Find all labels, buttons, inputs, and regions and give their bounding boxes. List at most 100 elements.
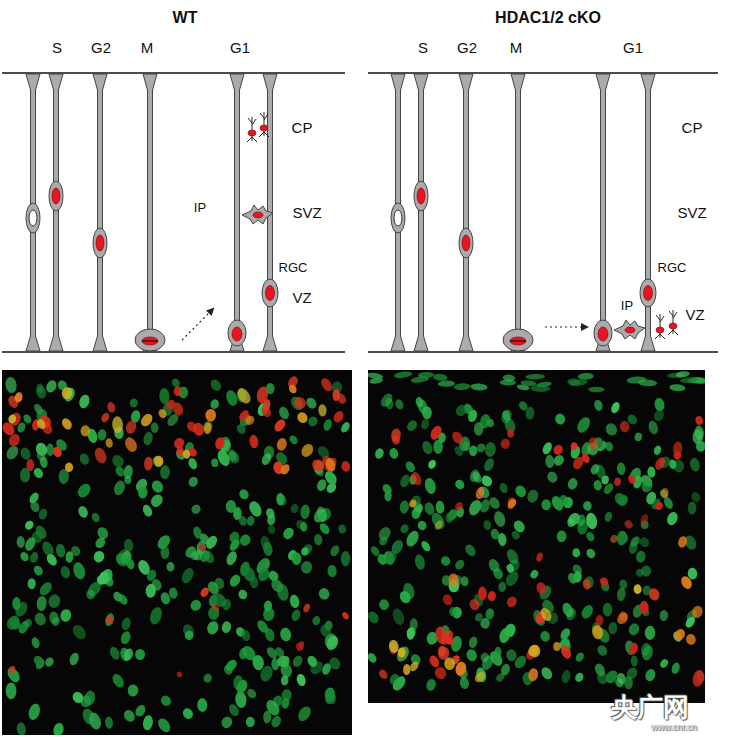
nucleus xyxy=(454,661,468,677)
nucleus xyxy=(32,564,44,577)
nucleus xyxy=(638,536,651,549)
nucleus xyxy=(304,396,318,411)
nucleus xyxy=(239,628,252,642)
nucleus xyxy=(318,587,331,601)
nucleus xyxy=(604,511,614,523)
nucleus xyxy=(459,676,471,690)
nucleus xyxy=(556,530,567,542)
nucleus xyxy=(368,651,378,664)
nucleus xyxy=(552,453,566,467)
nucleus xyxy=(188,598,203,613)
nucleus xyxy=(566,571,578,585)
nucleus xyxy=(113,551,130,569)
nucleus xyxy=(119,630,132,645)
nucleus xyxy=(192,525,204,539)
nucleus xyxy=(5,376,18,394)
nucleus xyxy=(368,609,381,625)
nucleus xyxy=(513,484,528,500)
nucleus xyxy=(202,673,212,684)
nucleus xyxy=(106,401,116,413)
nucleus xyxy=(694,425,705,441)
nucleus xyxy=(199,586,211,599)
nucleus xyxy=(585,530,596,542)
nucleus xyxy=(172,436,187,451)
nucleus xyxy=(291,654,305,669)
nucleus xyxy=(588,387,604,393)
cell-label: IP xyxy=(621,299,633,313)
nucleus xyxy=(454,383,471,391)
nucleus xyxy=(660,610,669,621)
nucleus xyxy=(234,691,247,709)
nucleus xyxy=(114,465,127,478)
nucleus xyxy=(243,414,256,427)
nucleus xyxy=(653,456,667,472)
nucleus xyxy=(246,515,255,526)
nucleus xyxy=(616,531,627,546)
nucleus xyxy=(433,373,448,381)
nucleus xyxy=(50,616,61,628)
nucleus xyxy=(378,535,390,547)
nucleus xyxy=(190,503,203,516)
nucleus xyxy=(444,635,455,646)
nucleus xyxy=(408,498,418,508)
nucleus xyxy=(438,646,447,657)
nucleus xyxy=(6,682,17,699)
nucleus xyxy=(23,519,35,531)
nucleus xyxy=(388,447,399,459)
nucleus xyxy=(22,413,33,425)
nucleus xyxy=(647,420,659,436)
nucleus xyxy=(318,521,332,536)
nucleus xyxy=(108,645,122,661)
nucleus xyxy=(176,671,182,678)
nucleus xyxy=(570,442,578,450)
nucleus xyxy=(583,501,593,511)
nucleus xyxy=(300,521,308,531)
nucleus xyxy=(593,480,603,492)
nucleus xyxy=(378,391,394,409)
nucleus xyxy=(235,423,247,436)
nucleus xyxy=(252,654,265,670)
nucleus xyxy=(224,389,239,408)
nucleus xyxy=(560,669,572,684)
nucleus xyxy=(567,477,579,491)
nucleus xyxy=(503,622,517,638)
nucleus xyxy=(332,409,346,424)
nucleus xyxy=(613,491,627,506)
nucleus xyxy=(468,598,481,612)
nucleus xyxy=(378,598,391,611)
nucleus xyxy=(124,538,134,552)
nucleus xyxy=(574,671,585,683)
nucleus xyxy=(142,715,154,732)
nucleus xyxy=(474,486,486,500)
nucleus xyxy=(479,473,494,488)
panel-heading: HDAC1/2 cKO xyxy=(495,9,601,27)
phase-label: S xyxy=(418,40,428,57)
nucleus xyxy=(530,385,550,392)
nucleus xyxy=(264,600,273,611)
nucleus xyxy=(61,386,74,400)
nucleus xyxy=(335,392,348,406)
nucleus xyxy=(434,626,448,645)
nucleus xyxy=(539,630,551,643)
nucleus xyxy=(473,670,487,685)
nucleus xyxy=(123,464,133,479)
nucleus xyxy=(505,595,519,609)
nucleus xyxy=(85,589,96,600)
nucleus xyxy=(221,621,232,634)
nucleus xyxy=(329,544,342,558)
nucleus xyxy=(19,550,31,562)
nucleus xyxy=(319,376,334,393)
nucleus xyxy=(492,510,507,528)
nucleus xyxy=(397,647,405,658)
nucleus xyxy=(627,474,637,485)
nucleus xyxy=(227,703,240,718)
nucleus xyxy=(595,615,603,626)
nucleus xyxy=(318,511,329,523)
nucleus xyxy=(180,566,196,585)
nucleus xyxy=(507,429,514,437)
nucleus xyxy=(498,582,506,592)
nucleus xyxy=(327,656,342,672)
nucleus xyxy=(421,440,435,456)
nucleus xyxy=(574,651,586,663)
nucleus xyxy=(381,482,394,495)
